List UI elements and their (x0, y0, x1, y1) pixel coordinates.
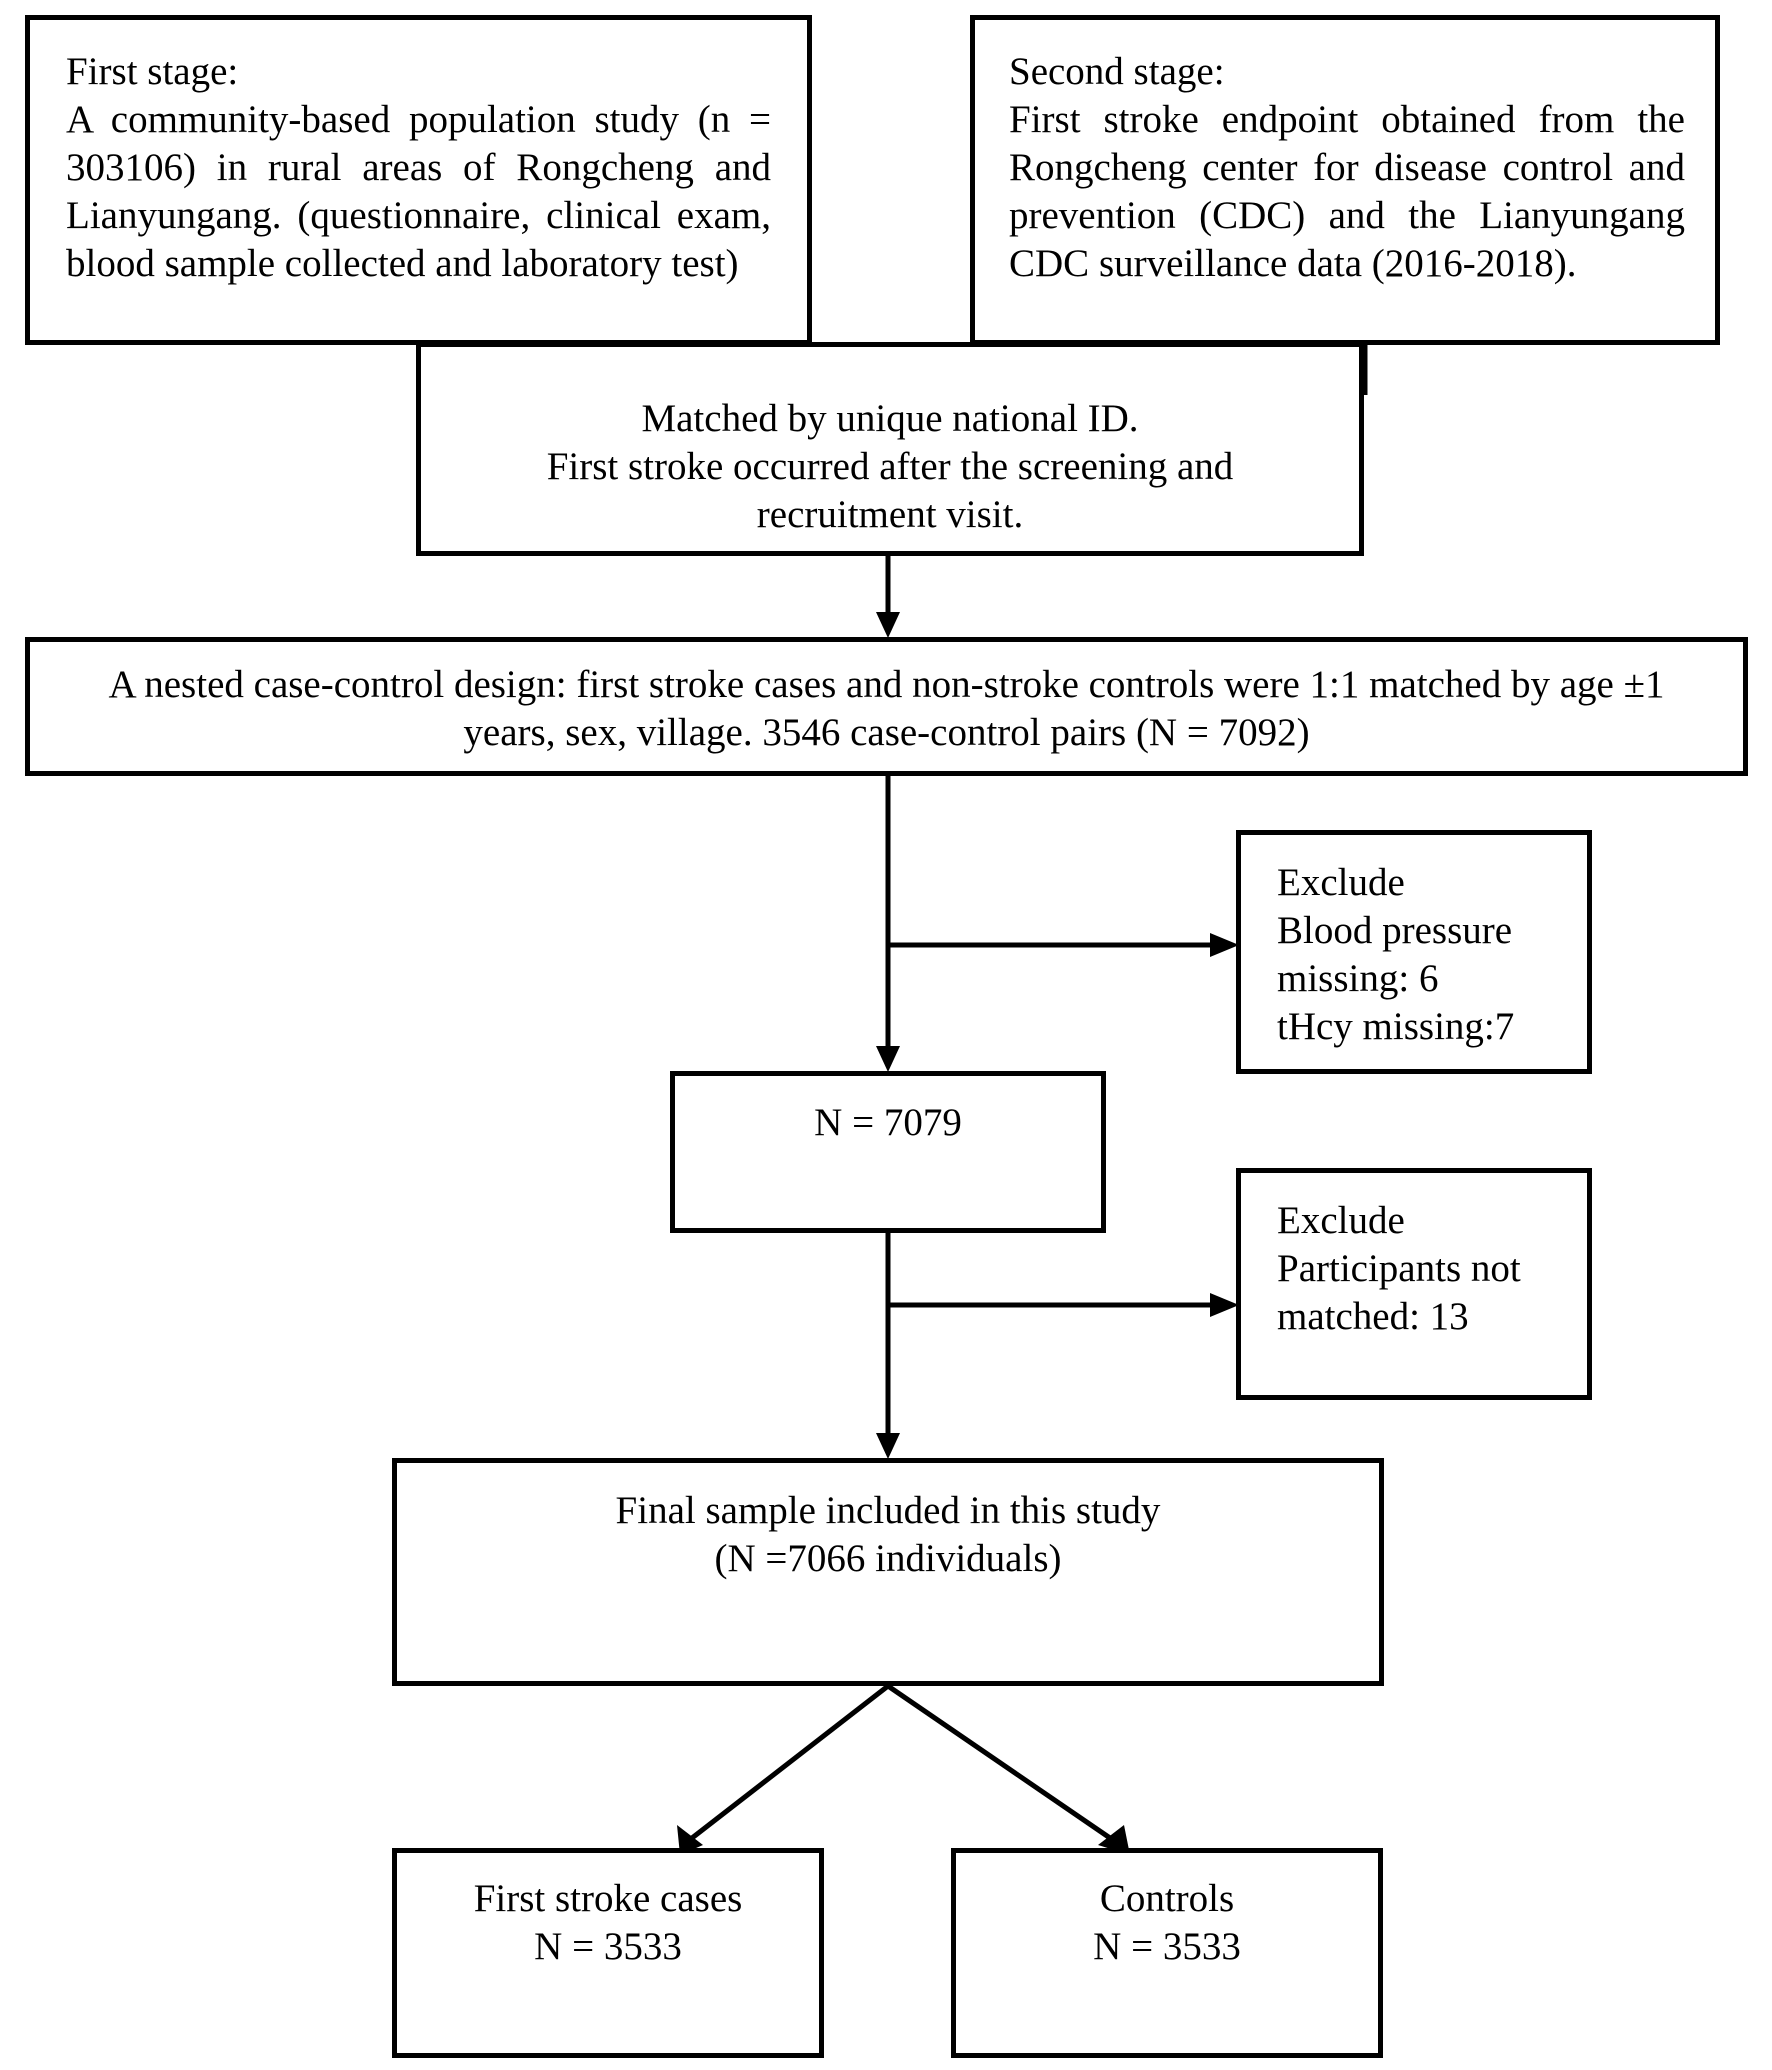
matching-box: Matched by unique national ID. First str… (416, 342, 1364, 556)
exclude-unmatched-heading: Exclude (1277, 1199, 1405, 1242)
final-sample-line-2: (N =7066 individuals) (714, 1537, 1062, 1580)
second-stage-body: First stroke endpoint obtained from the … (1009, 98, 1685, 285)
first-stage-heading: First stage: (66, 50, 239, 93)
exclude-missing-box: Exclude Blood pressure missing: 6 tHcy m… (1236, 830, 1592, 1074)
exclude-missing-thcy: tHcy missing:7 (1277, 1005, 1515, 1048)
stroke-cases-count: N = 3533 (534, 1925, 682, 1968)
connector-final-to-cases (690, 1684, 890, 1840)
nested-design-text: A nested case-control design: first stro… (108, 663, 1665, 754)
stroke-cases-box: First stroke cases N = 3533 (392, 1848, 824, 2058)
n7079-box: N = 7079 (670, 1071, 1106, 1233)
arrowhead-to-final (876, 1433, 900, 1459)
exclude-unmatched-text: Participants not matched: 13 (1277, 1247, 1521, 1338)
matching-line-2: First stroke occurred after the screenin… (546, 445, 1234, 536)
arrowhead-to-n7079 (876, 1046, 900, 1072)
arrowhead-to-nested (876, 612, 900, 638)
controls-box: Controls N = 3533 (951, 1848, 1383, 2058)
controls-label: Controls (1099, 1877, 1235, 1920)
controls-count: N = 3533 (1093, 1925, 1241, 1968)
first-stage-body: A community-based population study (n = … (66, 98, 771, 285)
arrowhead-to-controls (1098, 1825, 1130, 1855)
exclude-unmatched-box: Exclude Participants not matched: 13 (1236, 1168, 1592, 1400)
second-stage-box: Second stage: First stroke endpoint obta… (970, 15, 1720, 345)
arrowhead-to-cases (677, 1825, 703, 1855)
arrowhead-to-exclude-2 (1210, 1293, 1239, 1317)
second-stage-heading: Second stage: (1009, 50, 1225, 93)
stroke-cases-label: First stroke cases (473, 1877, 743, 1920)
n7079-text: N = 7079 (814, 1101, 962, 1144)
matching-line-1: Matched by unique national ID. (641, 397, 1139, 440)
exclude-missing-heading: Exclude (1277, 861, 1405, 904)
nested-design-box: A nested case-control design: first stro… (25, 637, 1748, 776)
connector-final-to-controls (886, 1683, 1112, 1841)
arrowhead-to-exclude-1 (1210, 933, 1239, 957)
final-sample-box: Final sample included in this study (N =… (392, 1458, 1384, 1686)
final-sample-line-1: Final sample included in this study (615, 1489, 1161, 1532)
first-stage-box: First stage: A community-based populatio… (25, 15, 812, 345)
exclude-missing-bp: Blood pressure missing: 6 (1277, 909, 1513, 1000)
